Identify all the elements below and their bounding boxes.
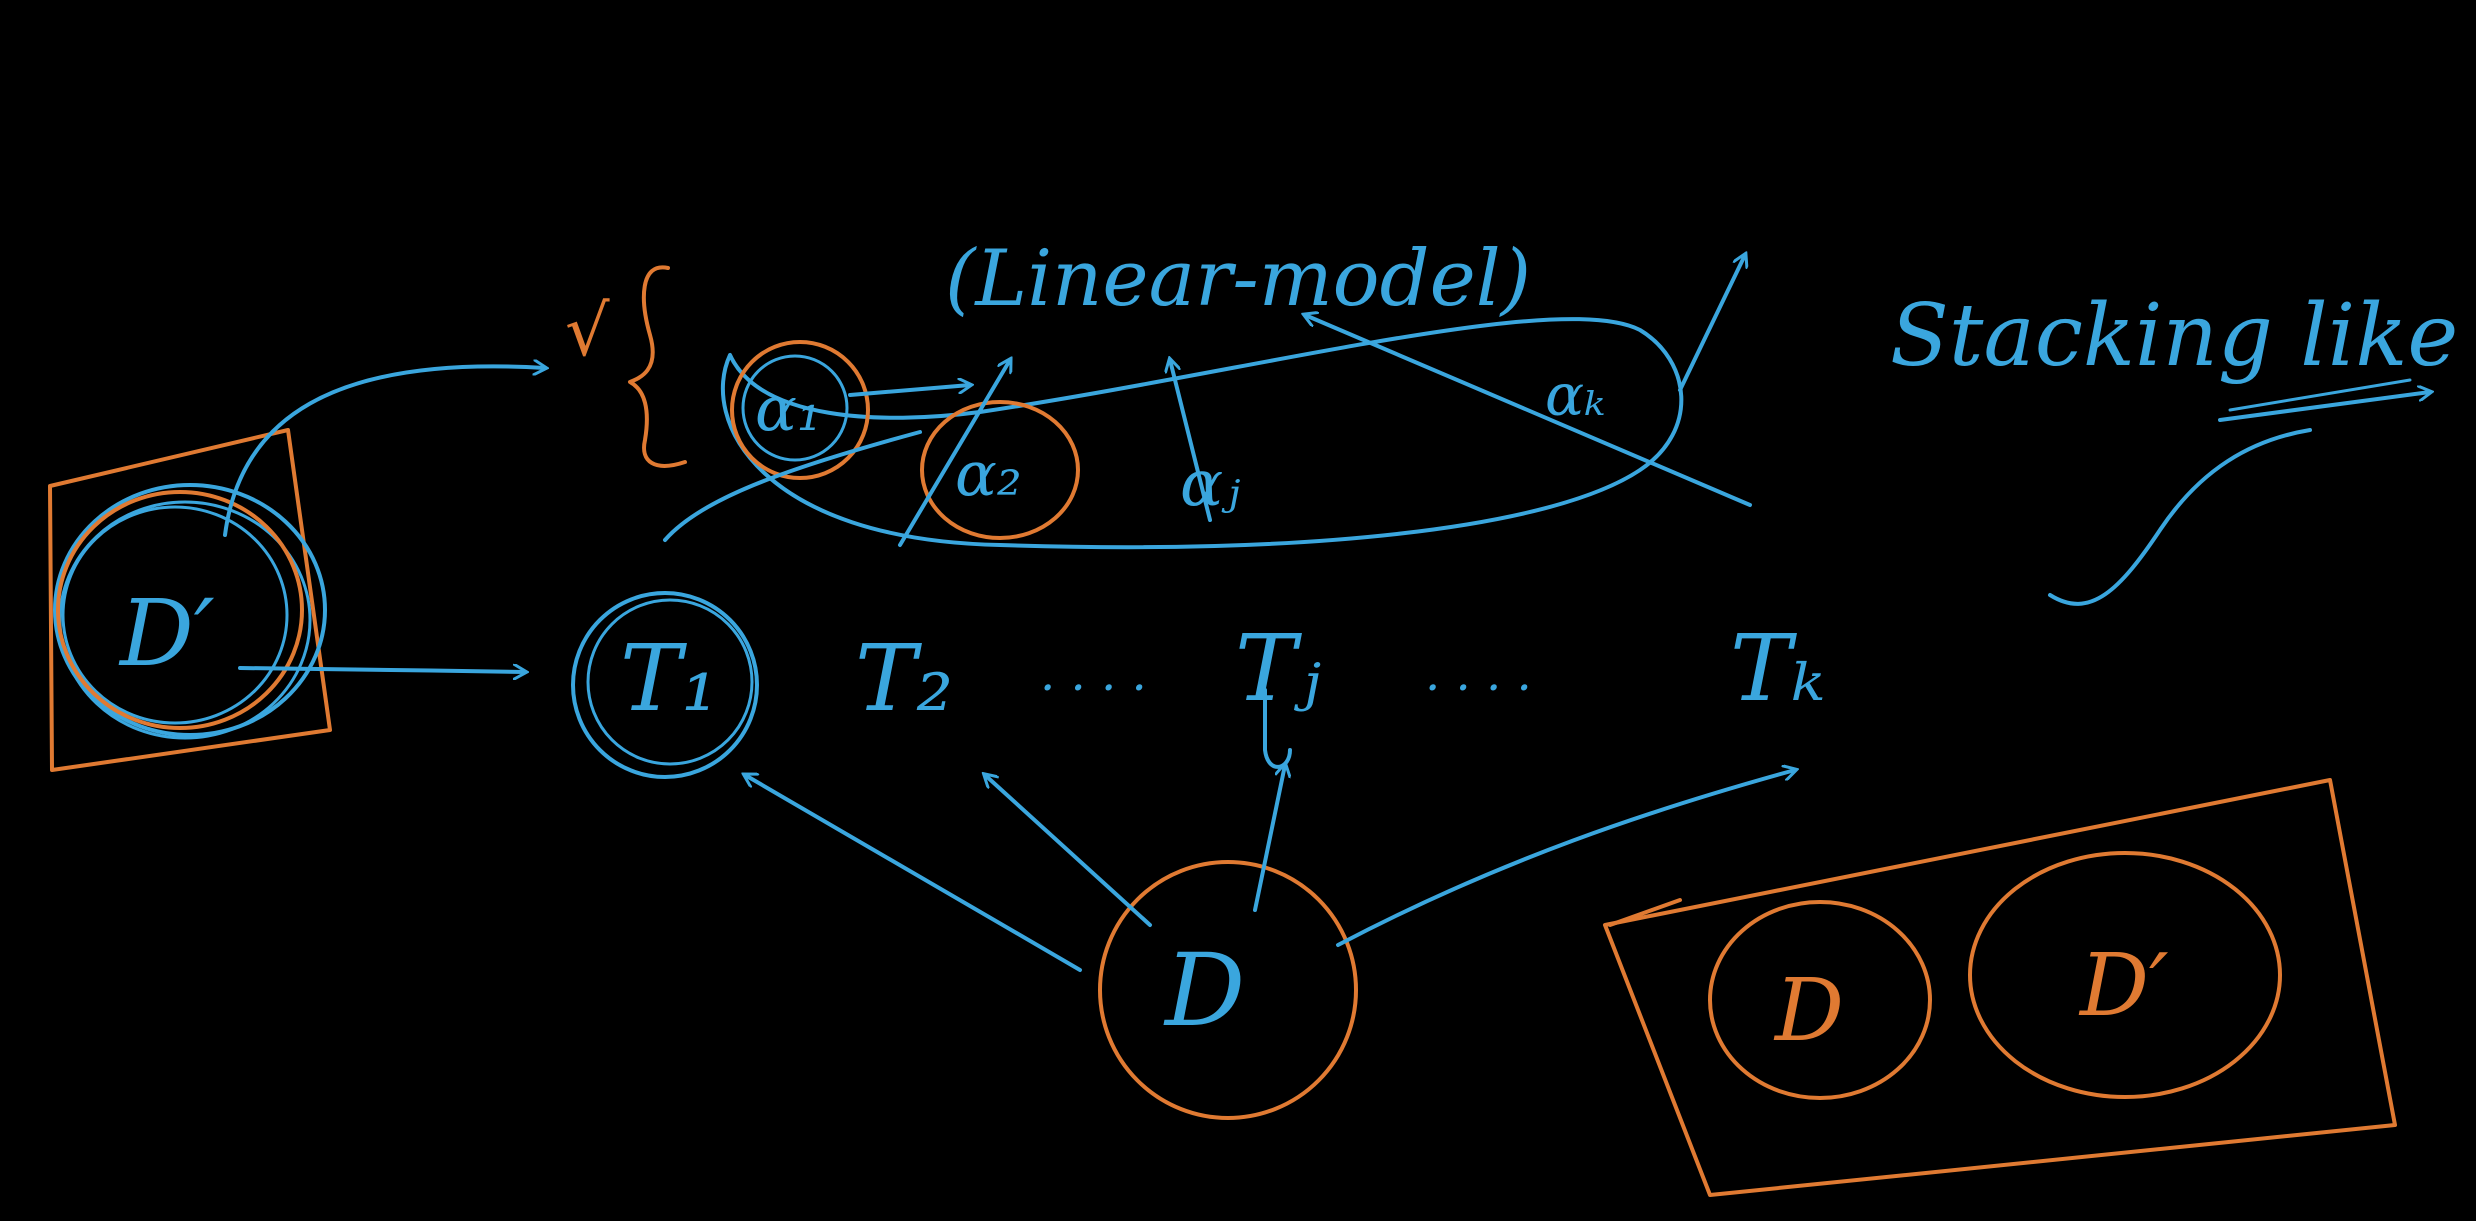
arrow-alphaj-to-model <box>1170 360 1212 522</box>
arrow-t1-to-alpha <box>663 430 922 542</box>
stacking-like-label: Stacking like <box>1890 286 2458 386</box>
arrow-d-prime-to-t1 <box>238 668 525 672</box>
alpha-2-label: α₂ <box>955 437 1022 510</box>
arrow-alphak-to-model <box>1305 315 1752 507</box>
arrow-d-to-t1 <box>745 775 1082 972</box>
alpha-2-circle <box>920 400 1080 540</box>
alpha-1-circle-inner <box>741 354 849 462</box>
d-prime-circle-3 <box>61 505 289 725</box>
t1-circle-2 <box>586 598 754 766</box>
stacking-underline-2 <box>2228 378 2412 412</box>
box-d-circle <box>1708 900 1932 1100</box>
alpha-1-label: α₁ <box>755 372 822 445</box>
alpha-j-label: αⱼ <box>1180 447 1240 521</box>
box-d-prime-circle <box>1968 851 2282 1099</box>
model-dots-1: . . . . <box>1040 646 1147 702</box>
arrow-alpha1-to-model <box>848 385 970 397</box>
d-prime-box <box>48 428 332 772</box>
arrow-d-to-tk <box>1336 770 1795 947</box>
model-t1: T₁ <box>620 625 718 732</box>
alpha-1-circle <box>730 340 870 480</box>
alpha-k-label: αₖ <box>1545 361 1605 429</box>
box-d-prime-label: D′ <box>2078 936 2168 1036</box>
d-d-prime-box-tail <box>1608 898 1682 927</box>
stacking-underline <box>2218 392 2430 422</box>
check-mark: √ <box>565 290 610 372</box>
d-label-bottom: D <box>1163 932 1245 1049</box>
model-tk: Tₖ <box>1730 615 1825 722</box>
d-d-prime-box <box>1603 778 2397 1197</box>
stacking-arrow <box>2048 428 2312 606</box>
model-t2: T₂ <box>855 625 953 732</box>
arrow-d-to-tj <box>1253 765 1285 912</box>
d-prime-circle-1 <box>53 483 327 737</box>
model-tj: Tⱼ <box>1235 615 1321 722</box>
d-prime-circle-orange <box>56 490 304 730</box>
arrow-up-right <box>1678 255 1745 392</box>
set-brace <box>628 265 687 468</box>
box-d-label: D <box>1773 961 1844 1061</box>
arrow-alpha2-to-model <box>898 360 1010 547</box>
linear-model-label: (Linear-model) <box>945 234 1531 324</box>
d-circle <box>1098 860 1358 1120</box>
arrow-d-to-t2 <box>985 775 1152 927</box>
arrow-d-prime-to-set <box>223 366 545 537</box>
d-prime-label: D′ <box>118 580 215 687</box>
model-dots-2: . . . . <box>1425 646 1532 702</box>
t1-circle <box>571 591 759 779</box>
